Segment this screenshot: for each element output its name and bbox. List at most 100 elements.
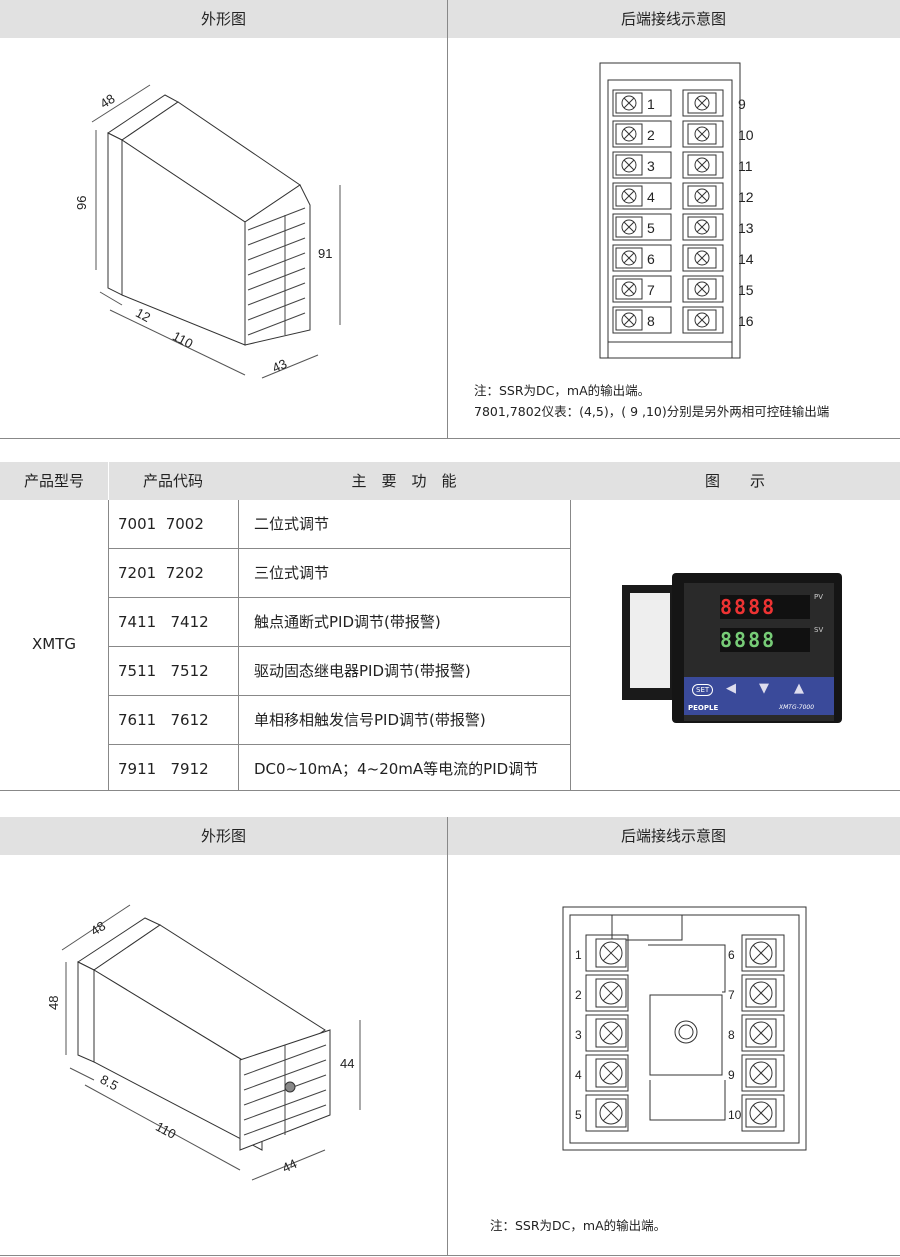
terminal-screw — [687, 92, 717, 114]
divider — [0, 790, 900, 791]
dim-height: 48 — [46, 996, 61, 1010]
th-image: 图 示 — [704, 472, 765, 490]
terminal-number: 14 — [738, 251, 754, 267]
terminal-screw — [615, 123, 643, 145]
divider — [238, 500, 239, 790]
model-cell: XMTG — [31, 635, 76, 653]
terminal-number: 12 — [738, 189, 754, 205]
brand-label: PEOPLE — [688, 704, 719, 712]
outline-drawing-1 — [91, 84, 341, 379]
terminal-number: 11 — [738, 158, 753, 174]
product-function: 三位式调节 — [254, 564, 330, 582]
product-code: 7911 7912 — [118, 760, 209, 778]
terminal-screw — [745, 978, 777, 1008]
terminal-screw — [615, 309, 643, 331]
product-code: 7001 7002 — [118, 515, 204, 533]
product-code: 7411 7412 — [118, 613, 209, 631]
device-photo: 8888 PV 8888 SV SET ◀ ▼ ▲ PEOPLE XMTG-70… — [622, 565, 847, 725]
note-ssr: 注：SSR为DC，mA的输出端。 — [474, 383, 651, 398]
dim-height: 96 — [74, 196, 89, 210]
product-function: 驱动固态继电器PID调节(带报警) — [254, 662, 471, 680]
th-model: 产品型号 — [23, 472, 84, 490]
terminal-screw — [745, 938, 777, 968]
terminal-screw — [595, 938, 627, 968]
sv-label: SV — [814, 626, 824, 634]
section1-header — [0, 0, 900, 38]
wiring-diagram-1 — [599, 62, 741, 359]
terminal-number: 8 — [728, 1028, 735, 1042]
terminal-screw — [615, 154, 643, 176]
terminal-screw — [615, 216, 643, 238]
dim-110: 110 — [153, 1119, 178, 1142]
terminal-screw — [687, 216, 717, 238]
divider — [108, 548, 570, 549]
pv-display: 8888 — [720, 595, 810, 619]
terminal-screw — [687, 154, 717, 176]
divider — [570, 500, 571, 790]
th-code: 产品代码 — [142, 472, 203, 490]
dim-91: 91 — [318, 246, 332, 261]
terminal-number: 4 — [647, 189, 655, 205]
divider — [0, 438, 900, 439]
terminal-screw — [615, 247, 643, 269]
product-code: 7201 7202 — [118, 564, 204, 582]
terminal-number: 6 — [647, 251, 655, 267]
terminal-screw — [687, 278, 717, 300]
terminal-screw — [687, 185, 717, 207]
set-button: SET — [692, 684, 714, 696]
product-function: 单相移相触发信号PID调节(带报警) — [254, 711, 486, 729]
terminal-screw — [595, 978, 627, 1008]
divider — [108, 597, 570, 598]
terminal-screw — [745, 1018, 777, 1048]
terminal-screw — [595, 1098, 627, 1128]
model-label: XMTG-7000 — [779, 704, 815, 711]
shift-icon: ◀ — [726, 681, 736, 696]
terminal-number: 1 — [575, 948, 582, 962]
note-ssr-2: 注：SSR为DC，mA的输出端。 — [490, 1218, 667, 1233]
terminal-screw — [615, 185, 643, 207]
divider — [108, 744, 570, 745]
divider — [108, 695, 570, 696]
terminal-number: 7 — [647, 282, 655, 298]
terminal-number: 5 — [575, 1108, 582, 1122]
up-icon: ▲ — [794, 681, 804, 696]
th-function: 主 要 功 能 — [351, 472, 457, 490]
note-7801: 7801,7802仪表：(4,5)，( 9 ,10)分别是另外两相可控硅输出端 — [474, 404, 830, 419]
terminal-number: 6 — [728, 948, 735, 962]
dim-8-5: 8.5 — [98, 1072, 121, 1094]
dim-44: 44 — [340, 1056, 354, 1071]
terminal-screw — [595, 1058, 627, 1088]
table-header — [0, 462, 900, 500]
section2-outline-title: 外形图 — [200, 827, 246, 845]
terminal-screw — [687, 123, 717, 145]
terminal-screw — [687, 247, 717, 269]
divider — [447, 0, 448, 438]
terminal-screw — [745, 1098, 777, 1128]
terminal-number: 10 — [728, 1108, 742, 1122]
product-code: 7611 7612 — [118, 711, 209, 729]
terminal-number: 13 — [738, 220, 754, 236]
dim-width: 48 — [88, 918, 108, 938]
terminal-number: 15 — [738, 282, 754, 298]
terminal-number: 1 — [647, 96, 655, 112]
sv-display: 8888 — [720, 628, 810, 652]
terminal-screw — [615, 278, 643, 300]
section2-header — [0, 817, 900, 855]
terminal-number: 16 — [738, 313, 754, 329]
terminal-number: 8 — [647, 313, 655, 329]
terminal-screw — [687, 309, 717, 331]
section1-wiring-title: 后端接线示意图 — [620, 10, 726, 28]
terminal-screw — [615, 92, 643, 114]
dim-110: 110 — [170, 328, 195, 351]
product-function: 二位式调节 — [254, 515, 330, 533]
terminal-number: 9 — [738, 96, 746, 112]
terminal-number: 3 — [575, 1028, 582, 1042]
divider — [0, 1255, 900, 1256]
section1-outline-title: 外形图 — [200, 10, 246, 28]
terminal-screw — [745, 1058, 777, 1088]
dim-width: 48 — [97, 91, 117, 111]
